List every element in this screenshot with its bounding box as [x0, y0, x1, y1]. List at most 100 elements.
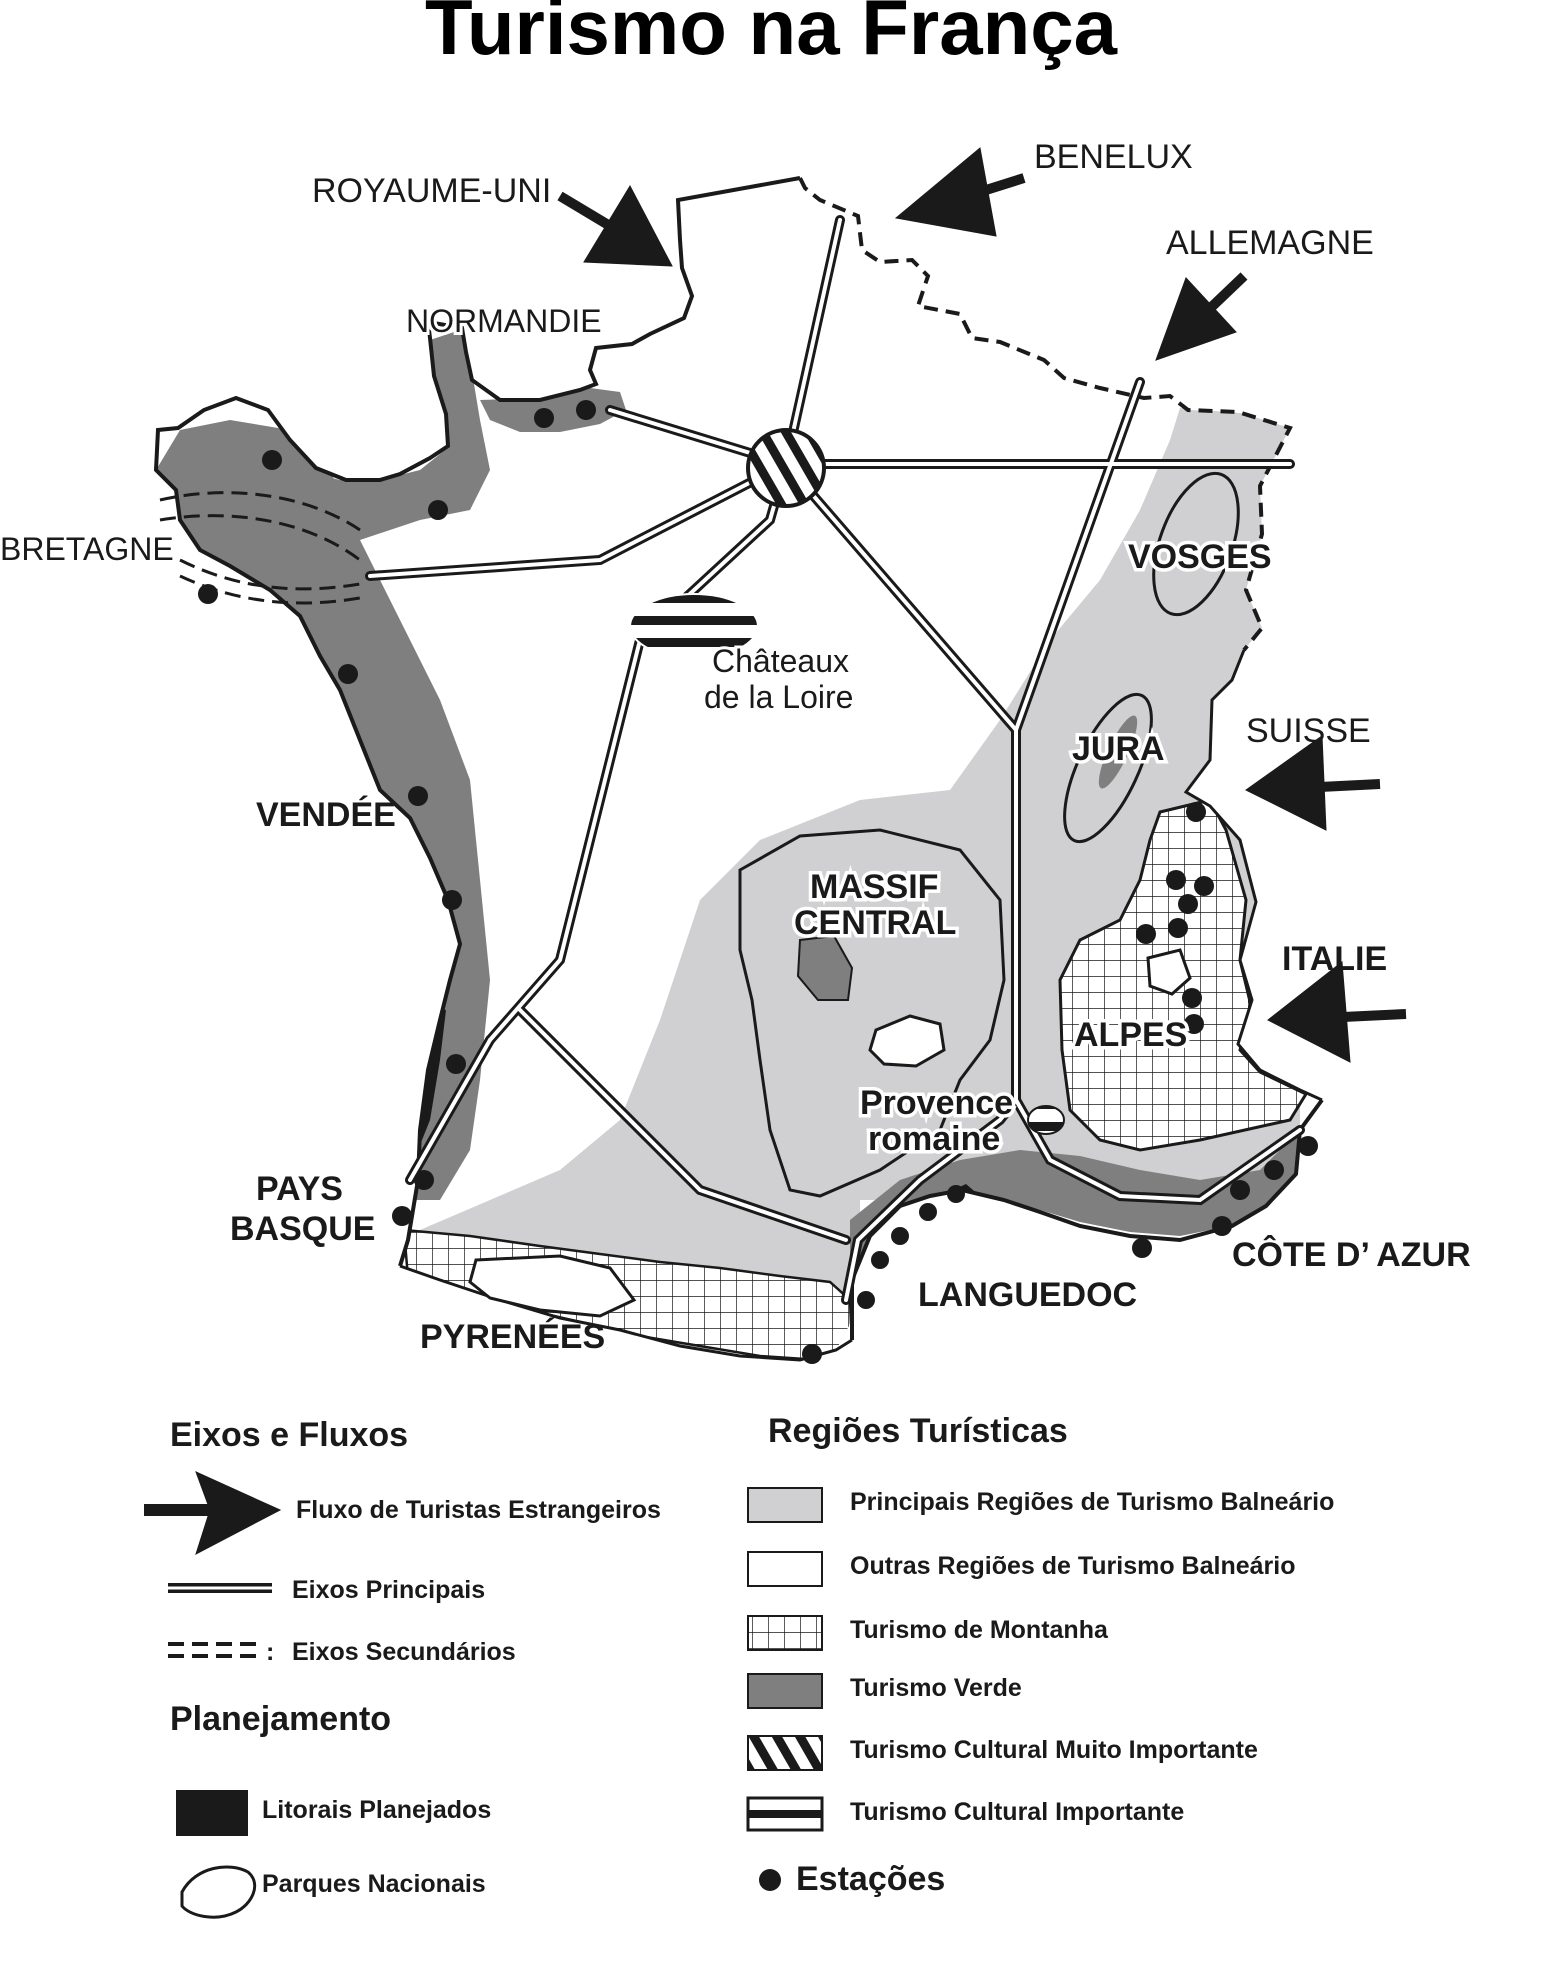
legend-other-balneario-label: Outras Regiões de Turismo Balneário [850, 1552, 1295, 1580]
legend-planning-heading: Planejamento [170, 1700, 391, 1738]
station-dot-icon [919, 1203, 937, 1221]
vosges-region [1152, 471, 1240, 617]
arrow-icon [894, 147, 1026, 237]
station-dot-icon [1186, 802, 1206, 822]
station-dot-icon [1184, 1014, 1204, 1034]
station-dot-icon [1298, 1136, 1318, 1156]
station-dot-icon [576, 400, 596, 420]
legend-secondary-axes-symbol [168, 1642, 262, 1658]
label-vosges: VOSGES [1128, 538, 1272, 576]
station-dot-icon [1212, 1216, 1232, 1236]
arrow-icon [557, 184, 673, 267]
label-bretagne: BRETAGNE [0, 531, 174, 567]
label-provence-2: romaine [868, 1120, 1000, 1158]
legend-planned-coasts-swatch [176, 1790, 248, 1836]
label-chateaux-1: Châteaux [712, 643, 849, 679]
swiss-italy-border [1183, 649, 1323, 1102]
station-dot-icon [408, 786, 428, 806]
arrow-icon [1245, 735, 1381, 831]
national-park-pyrenees [468, 1254, 637, 1318]
legend-mountain-swatch [747, 1615, 823, 1651]
national-park-icon [180, 1865, 257, 1919]
station-dot-icon [1182, 988, 1202, 1008]
legend-green-swatch [747, 1673, 823, 1709]
label-vendee: VENDÉE [256, 796, 396, 834]
station-dot-icon [1136, 924, 1156, 944]
label-royaume-uni: ROYAUME-UNI [312, 172, 551, 210]
station-dot-icon [392, 1206, 412, 1226]
station-dot-icon [198, 584, 218, 604]
provence-cultural-important [1027, 1105, 1065, 1135]
paris-cultural-very-important [746, 428, 826, 508]
station-dot-icon [338, 664, 358, 684]
secondary-axes-bretagne [159, 491, 361, 605]
station-dot-icon [1230, 1180, 1250, 1200]
mediterranean-coastline [850, 1098, 1324, 1340]
legend-cultural-swatch [746, 1796, 824, 1832]
label-languedoc: LANGUEDOC [918, 1276, 1137, 1314]
legend-green-label: Turismo Verde [850, 1674, 1022, 1702]
legend-secondary-axes-colon: : [266, 1638, 274, 1666]
legend-cultural-label: Turismo Cultural Importante [850, 1798, 1184, 1826]
legend: Eixos e Fluxos Fluxo de Turistas Estrang… [144, 1412, 1334, 1919]
station-dot-icon [1264, 1160, 1284, 1180]
station-dot-icon [428, 500, 448, 520]
label-cote-azur: CÔTE D’ AZUR [1232, 1235, 1471, 1274]
station-dot-icon [442, 890, 462, 910]
legend-axes-heading: Eixos e Fluxos [170, 1416, 408, 1454]
label-suisse: SUISSE [1246, 712, 1371, 750]
station-dot-icon [534, 408, 554, 428]
legend-mountain-label: Turismo de Montanha [850, 1616, 1109, 1644]
label-allemagne: ALLEMAGNE [1166, 224, 1374, 262]
label-pyrenees: PYRENÉES [420, 1318, 605, 1356]
station-dot-icon [1194, 876, 1214, 896]
label-alpes: ALPES [1074, 1016, 1187, 1054]
station-dot-icon [857, 1291, 875, 1309]
label-massif-2: CENTRAL [794, 904, 956, 942]
station-dot-icon [446, 1054, 466, 1074]
station-dot-icon [891, 1227, 909, 1245]
legend-cultural-very-swatch [747, 1735, 823, 1771]
flow-arrows [557, 147, 1407, 1063]
mediterranean-green-band [850, 1130, 1310, 1340]
arrow-icon [1267, 961, 1407, 1063]
label-pays-basque-2: BASQUE [230, 1210, 375, 1248]
national-park-alps [1146, 948, 1192, 996]
label-chateaux-2: de la Loire [704, 679, 853, 715]
legend-planned-coasts-label: Litorais Planejados [262, 1796, 491, 1824]
label-benelux: BENELUX [1034, 138, 1193, 176]
station-dot-icon [871, 1251, 889, 1269]
massif-central-region [738, 828, 1006, 1198]
legend-flow-arrow-icon [144, 1471, 282, 1556]
station-dot-icon [759, 1869, 781, 1891]
station-dot-icon [1166, 870, 1186, 890]
map-title: Turismo na França [425, 0, 1118, 71]
main-axes-inner [368, 218, 1302, 1302]
massif-central-green [796, 934, 854, 1001]
legend-main-balneario-swatch [747, 1487, 823, 1523]
legend-cultural-very-label: Turismo Cultural Muito Importante [850, 1736, 1258, 1764]
label-normandie: NORMANDIE [406, 303, 602, 339]
station-dot-icon [1168, 918, 1188, 938]
national-park-central [868, 1014, 946, 1068]
station-dots [198, 400, 1318, 1364]
station-dot-icon [802, 1344, 822, 1364]
legend-stations-label: Estações [796, 1860, 945, 1898]
station-dot-icon [414, 1170, 434, 1190]
label-provence-1: Provence [860, 1084, 1013, 1122]
legend-other-balneario-swatch [747, 1551, 823, 1587]
station-dot-icon [1132, 1238, 1152, 1258]
jura-green [1098, 715, 1138, 789]
legend-secondary-axes-label: Eixos Secundários [292, 1638, 516, 1666]
station-dot-icon [947, 1185, 965, 1203]
arrow-icon [1155, 272, 1248, 361]
label-italie: ITALIE [1282, 940, 1387, 978]
legend-flow-label: Fluxo de Turistas Estrangeiros [296, 1496, 661, 1524]
label-massif-1: MASSIF [810, 868, 938, 906]
station-dot-icon [262, 450, 282, 470]
label-pays-basque-1: PAYS [256, 1170, 343, 1208]
legend-national-parks-label: Parques Nacionais [262, 1870, 486, 1898]
loire-cultural-important [629, 593, 759, 659]
legend-regions-heading: Regiões Turísticas [768, 1412, 1068, 1450]
